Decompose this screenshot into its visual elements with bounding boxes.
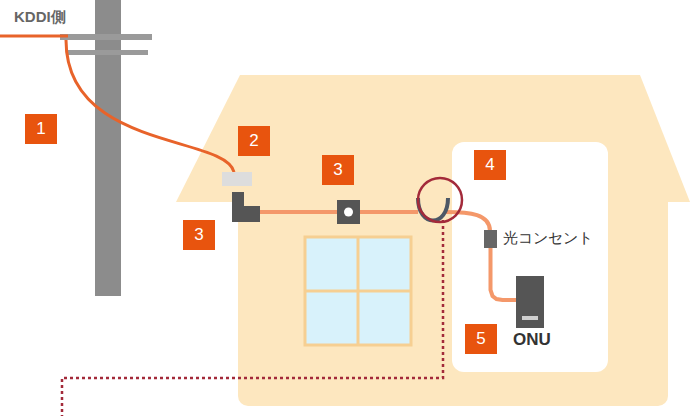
node-label: ONU [513, 330, 551, 350]
optical-outlet: 光コンセント [484, 230, 497, 248]
room-panel [452, 142, 608, 372]
side-label: KDDI側 [14, 8, 66, 27]
node-label: 光コンセント [503, 229, 593, 248]
pole-crossarm [60, 34, 152, 40]
cable-clip [337, 200, 360, 224]
window-frame [305, 290, 411, 293]
wall-conduit [418, 198, 448, 221]
fiber-cable [0, 35, 68, 38]
callout-number: 4 [474, 150, 506, 180]
window [305, 237, 411, 345]
utility-pole [95, 0, 121, 296]
onu-device: ONU [516, 276, 544, 328]
drop-cable [66, 40, 234, 172]
indoor-cable [255, 210, 418, 214]
callout-number: 2 [238, 126, 270, 156]
patch-cable [491, 248, 517, 300]
wall-entry-fitting [232, 192, 260, 222]
house-body [238, 140, 668, 406]
indoor-cable [446, 212, 490, 231]
highlight-circle [418, 178, 462, 222]
callout-number: 5 [465, 324, 497, 354]
anchor-fitting [222, 172, 252, 186]
onu-indicator [522, 316, 538, 320]
pole-crossarm [68, 50, 148, 55]
dotted-route [62, 220, 443, 416]
callout-number: 3 [183, 220, 215, 250]
callout-number: 1 [25, 114, 57, 144]
callout-number: 3 [322, 155, 354, 185]
cable-clip-hole [344, 208, 353, 217]
